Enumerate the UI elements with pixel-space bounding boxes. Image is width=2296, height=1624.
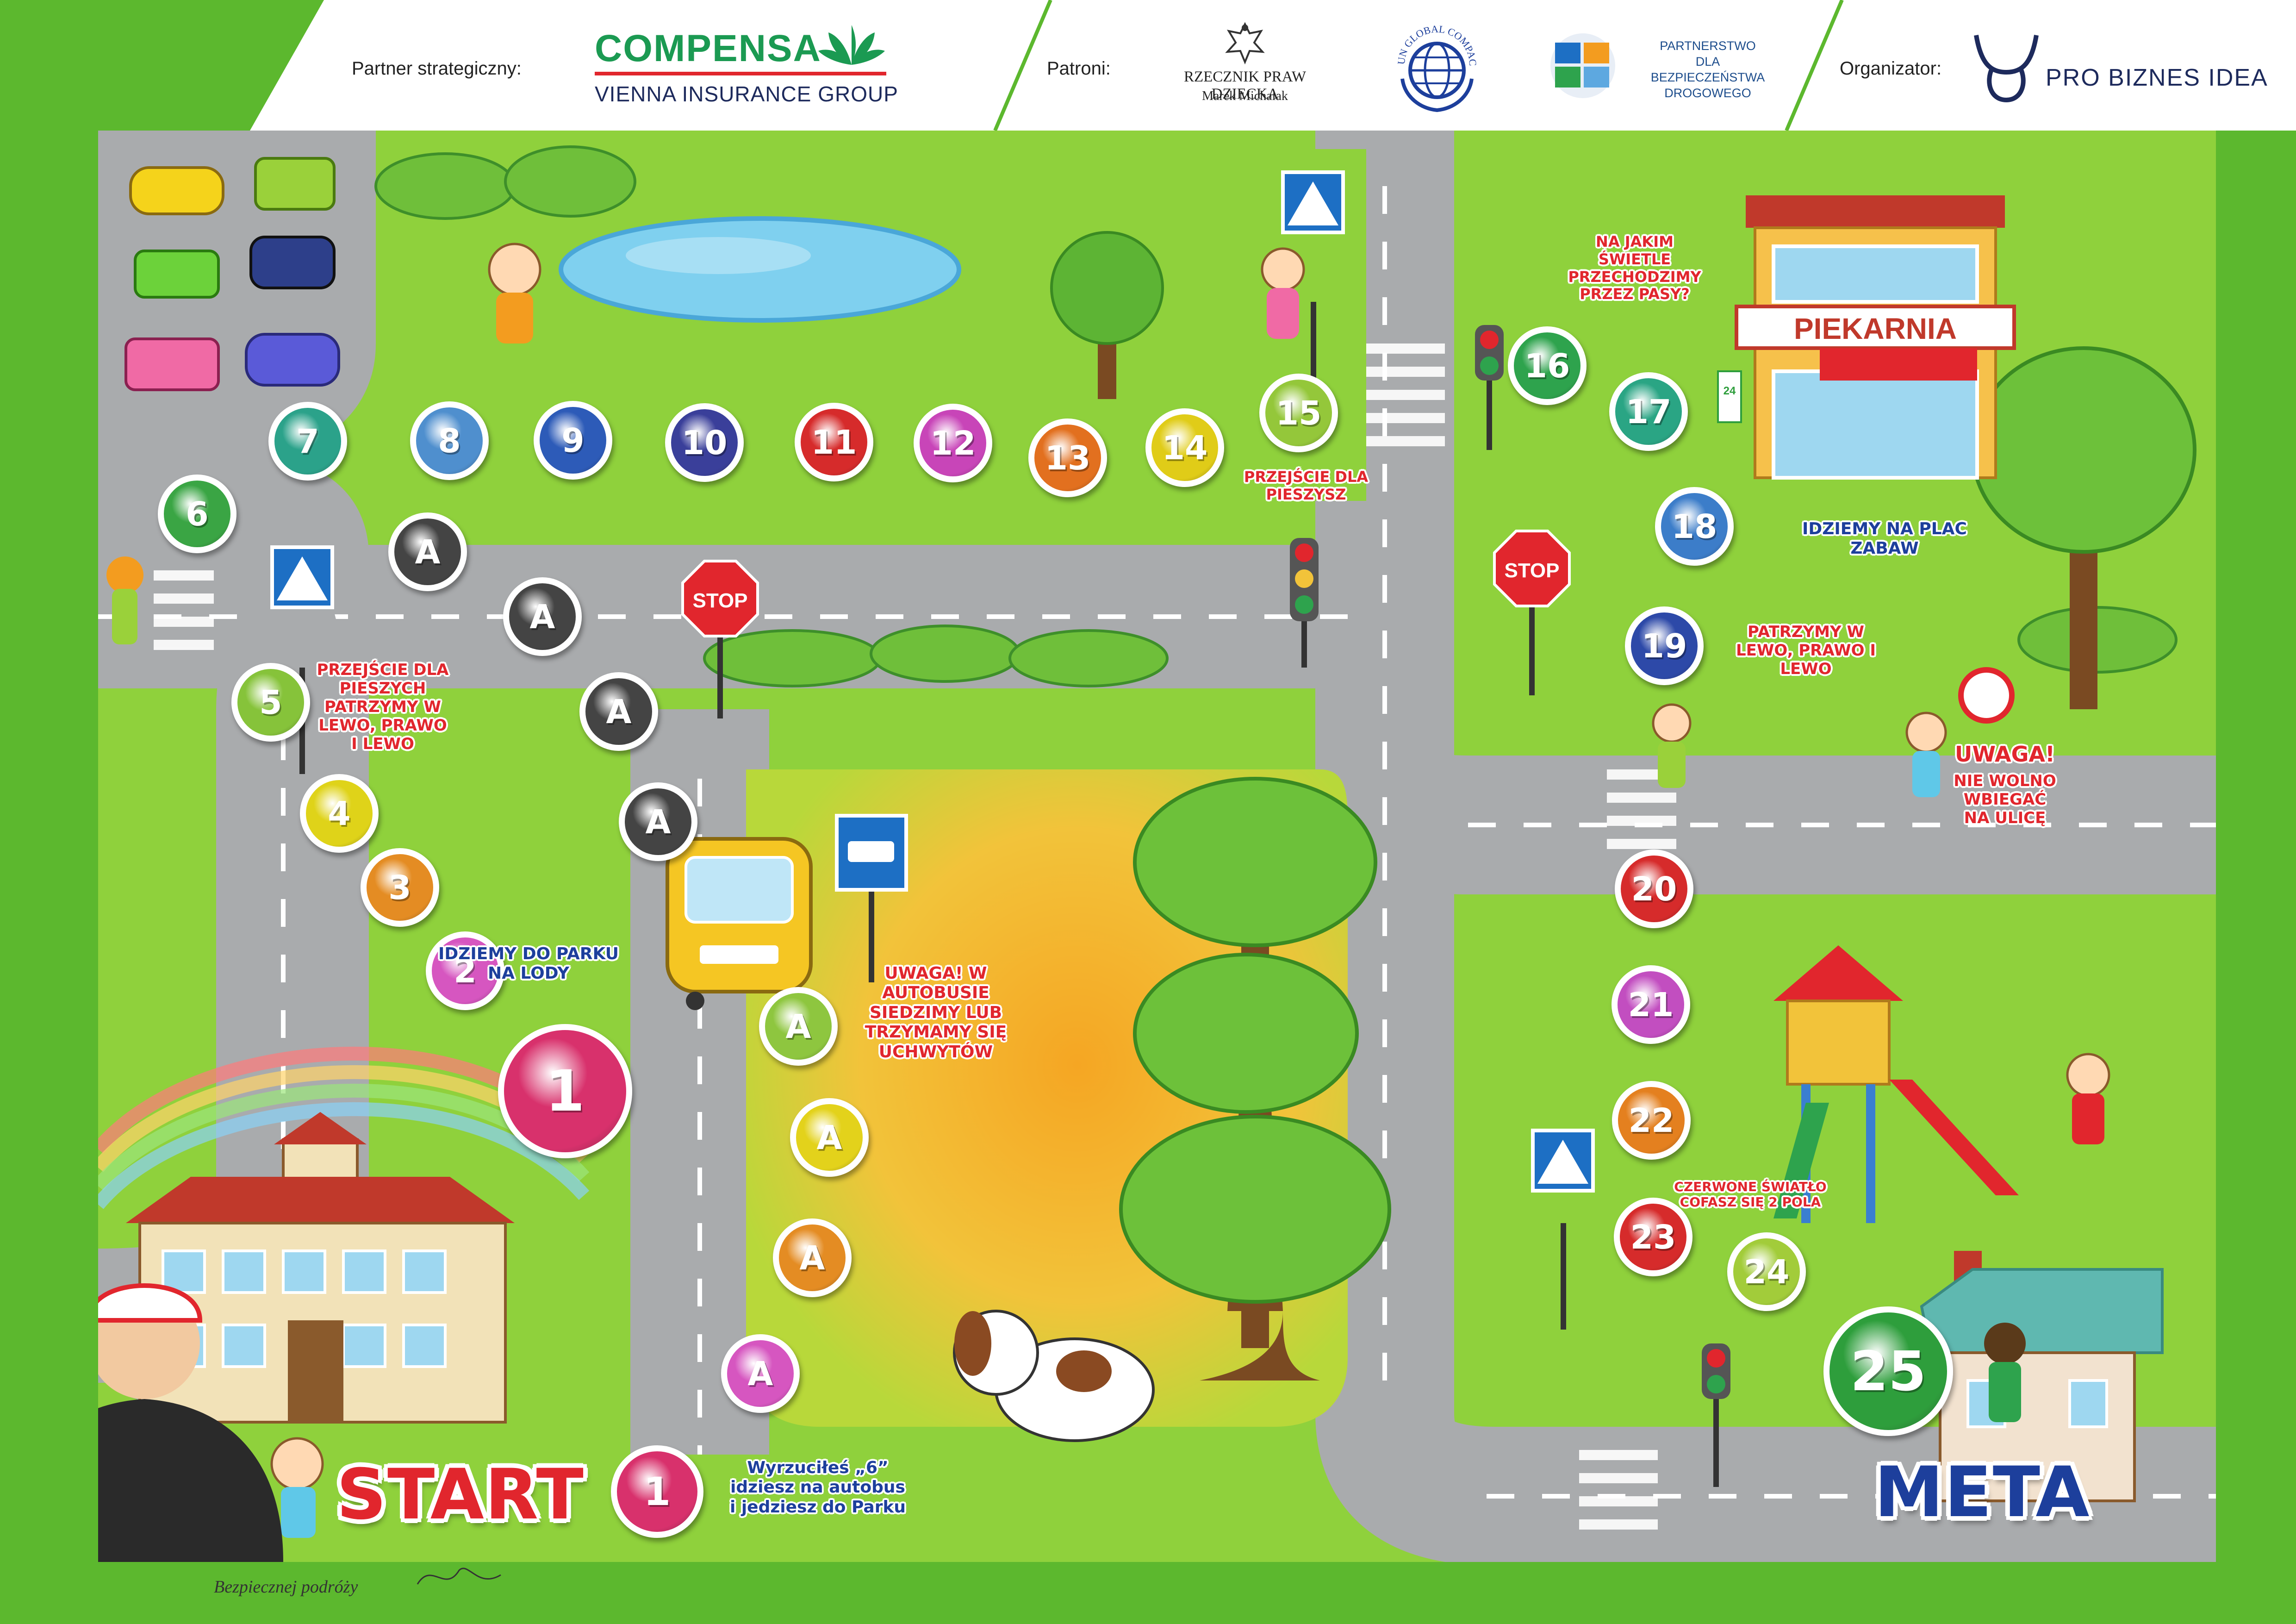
note-roll-six: Wyrzuciłeś „6” idziesz na autobus i jedz…	[729, 1458, 906, 1517]
characters	[98, 243, 2110, 1562]
board-field: 14	[1145, 408, 1224, 487]
board-field: 18	[1655, 487, 1734, 566]
bakery-building	[1717, 195, 2016, 480]
board-field: 8	[410, 401, 489, 480]
crosswalks	[154, 344, 1676, 1530]
bus-field: A	[721, 1334, 800, 1413]
footer-wish: Bezpiecznej podróży	[214, 1577, 358, 1597]
board-field: 15	[1259, 374, 1338, 452]
board-field: 1	[498, 1024, 632, 1158]
board-field: 17	[1609, 372, 1688, 451]
tree-right	[1971, 346, 2196, 709]
board-field: 19	[1625, 606, 1704, 685]
sponsor-header: Partner strategiczny: COMPENSA VIENNA IN…	[0, 0, 2296, 131]
traffic-lights	[1290, 325, 1730, 1487]
pedestrian-crossing-signs	[270, 170, 1595, 1330]
board-field: 13	[1028, 418, 1107, 497]
board-field: 1	[611, 1445, 703, 1538]
board-field: 21	[1612, 965, 1690, 1044]
board-field: 3	[361, 848, 439, 927]
board-field: 24	[1727, 1232, 1806, 1311]
note-no-running: NIE WOLNO WBIEGAĆ NA ULICĘ	[1954, 772, 2056, 828]
partner-label: Partner strategiczny:	[352, 58, 522, 79]
bus-field: A	[579, 672, 658, 751]
big-tree	[1119, 777, 1391, 1380]
driver-portrait	[98, 1283, 283, 1562]
compensa-leaf-icon	[818, 25, 885, 65]
vienna-text: VIENNA INSURANCE GROUP	[595, 82, 898, 106]
bus-field: A	[388, 512, 467, 591]
board-field: 6	[158, 475, 236, 553]
open-24-sign: 24	[1724, 385, 1736, 397]
eagle-emblem-icon	[1225, 22, 1265, 65]
meta-label: META	[1874, 1452, 2091, 1533]
patrons-label: Patroni:	[1047, 58, 1111, 79]
stop-signs	[681, 530, 1571, 718]
toy-cars	[124, 157, 340, 391]
note-park: IDZIEMY DO PARKU NA LODY	[438, 944, 619, 983]
board-field: 5	[231, 663, 310, 742]
board-field: 20	[1615, 849, 1693, 928]
note-caution-title: UWAGA!	[1955, 742, 2055, 767]
organizer-name: PRO BIZNES IDEA	[2046, 64, 2268, 91]
rpd-text: RZECZNIK PRAW DZIECKA	[1183, 69, 1307, 102]
note-look-19: PATRZYMY W LEWO, PRAWO I LEWO	[1736, 623, 1876, 679]
note-crossing-left: PRZEJŚCIE DLA PIESZYCH PATRZYMY W LEWO, …	[317, 661, 449, 754]
signature-icon	[417, 1568, 501, 1585]
board-field: 7	[268, 402, 347, 481]
note-bus-caution: UWAGA! W AUTOBUSIE SIEDZIMY LUB TRZYMAMY…	[865, 964, 1007, 1062]
start-label: START	[336, 1455, 585, 1535]
child-figures	[106, 243, 2110, 1538]
bus-field: A	[619, 782, 697, 861]
compensa-divider	[595, 72, 886, 75]
game-board: PIEKARNIA 24	[98, 131, 2216, 1597]
stop-sign-text-left: STOP	[692, 589, 747, 612]
note-traffic-light-question: NA JAKIM ŚWIETLE PRZECHODZIMY PRZEZ PASY…	[1568, 233, 1701, 303]
bus	[666, 837, 813, 1010]
un-global-compact-icon: UN GLOBAL COMPACT	[1388, 19, 1479, 112]
tree-top	[1050, 231, 1164, 399]
note-crossing-15: PRZEJŚCIE DLA PIESZYSZ	[1244, 468, 1369, 503]
bus-field: A	[503, 577, 582, 656]
school-building	[98, 1046, 590, 1424]
bus-field: A	[773, 1218, 852, 1297]
note-playground: IDZIEMY NA PLAC ZABAW	[1802, 519, 1967, 558]
pro-biznes-idea-logo-icon	[1974, 35, 2039, 103]
header-background	[0, 0, 2296, 131]
bus-field: A	[790, 1098, 869, 1177]
board-field: 4	[300, 774, 379, 853]
board-field: 9	[534, 401, 612, 480]
board-field: 10	[665, 403, 744, 482]
ball	[1958, 667, 2015, 724]
pdbd-text: PARTNERSTWO DLA BEZPIECZEŃSTWA DROGOWEGO	[1650, 39, 1765, 100]
board-field: 22	[1612, 1081, 1691, 1160]
compensa-logo-text: COMPENSA	[595, 27, 821, 69]
organizer-label: Organizator:	[1840, 58, 1942, 79]
board-field: 12	[914, 404, 992, 482]
board-field: 25	[1823, 1306, 1953, 1436]
board-field: 16	[1508, 326, 1587, 405]
pdbd-logo-icon	[1550, 33, 1615, 98]
playground	[1773, 945, 2019, 1223]
dog	[953, 1310, 1155, 1442]
bus-stop-sign	[835, 814, 908, 982]
bus-field: A	[759, 987, 838, 1066]
bakery-sign: PIEKARNIA	[1794, 312, 1957, 345]
board-field: 11	[795, 403, 873, 481]
board-field: 23	[1614, 1198, 1692, 1276]
stop-sign-text-right: STOP	[1504, 559, 1559, 582]
note-red-light: CZERWONE ŚWIATŁO COFASZ SIĘ 2 POLA	[1674, 1179, 1827, 1210]
rpd-name: Marek Michalak	[1202, 89, 1288, 103]
